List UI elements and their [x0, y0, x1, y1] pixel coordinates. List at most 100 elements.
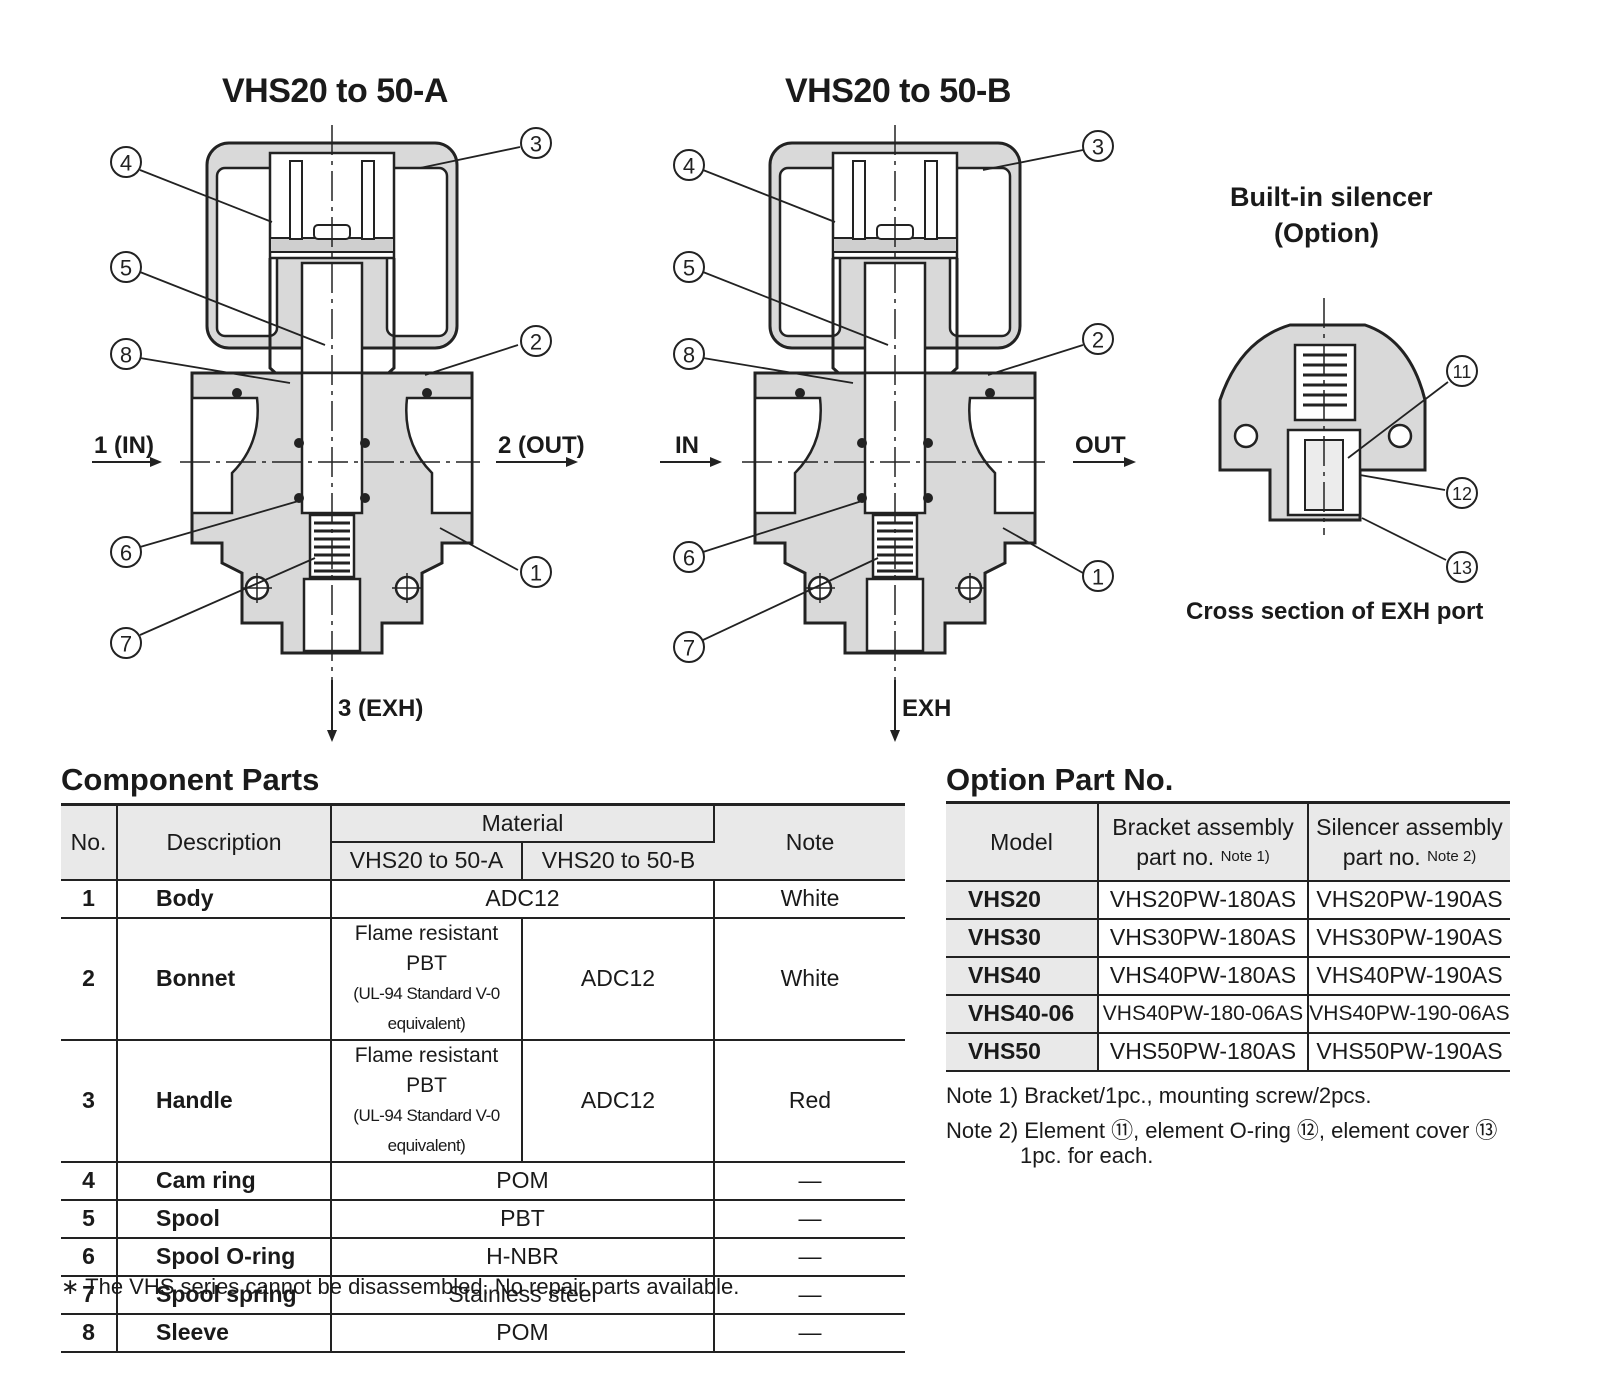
- row-silencer: VHS40PW-190-06AS: [1308, 994, 1510, 1034]
- table-row: 8 Sleeve POM —: [61, 1313, 905, 1353]
- row-description: Bonnet: [117, 917, 332, 1041]
- silencer-cross-section-drawing: [1218, 298, 1427, 535]
- silencer-header-line1: Silencer assembly: [1316, 813, 1503, 840]
- component-parts-footnote: ∗ The VHS series cannot be disassembled.…: [61, 1274, 740, 1299]
- figure-b-title: VHS20 to 50-B: [785, 72, 1011, 110]
- row-material: POM: [331, 1161, 715, 1201]
- row-note: —: [714, 1199, 905, 1239]
- callout-6-b: 6: [683, 546, 695, 571]
- table-row: VHS40 VHS40PW-180AS VHS40PW-190AS: [946, 956, 1510, 996]
- valve-cross-section-diagrams: 4 3 5 2 8 6 1 7 4 3 5 2 8 6 1 7 11 12 13: [92, 125, 1478, 742]
- option-note-2-line2: 1pc. for each.: [1020, 1143, 1154, 1168]
- table-row: VHS40-06 VHS40PW-180-06AS VHS40PW-190-06…: [946, 994, 1510, 1034]
- callout-1-b: 1: [1092, 565, 1104, 590]
- row-no: 1: [61, 879, 118, 919]
- material-a-line2: (UL-94 Standard V-0 equivalent): [353, 983, 500, 1033]
- row-note: —: [714, 1275, 905, 1315]
- row-model: VHS50: [946, 1032, 1099, 1072]
- row-material: POM: [331, 1313, 715, 1353]
- row-material: ADC12: [331, 879, 715, 919]
- callout-7-a: 7: [120, 632, 132, 657]
- callout-1-a: 1: [530, 561, 542, 586]
- row-material: PBT: [331, 1199, 715, 1239]
- callout-8-b: 8: [683, 343, 695, 368]
- material-a-line2: (UL-94 Standard V-0 equivalent): [353, 1105, 500, 1155]
- row-no: 4: [61, 1161, 118, 1201]
- row-material-a: Flame resistant PBT (UL-94 Standard V-0 …: [331, 1039, 523, 1163]
- callout-numbers: 4 3 5 2 8 6 1 7 4 3 5 2 8 6 1 7 11 12 13: [120, 132, 1472, 661]
- silencer-caption: Cross section of EXH port: [1186, 598, 1484, 625]
- silencer-title-line1: Built-in silencer: [1230, 182, 1433, 212]
- row-no: 2: [61, 917, 118, 1041]
- row-material: Stainless steel: [331, 1275, 715, 1315]
- row-material-b: ADC12: [522, 1039, 715, 1163]
- row-no: 5: [61, 1199, 118, 1239]
- table-row: 4 Cam ring POM —: [61, 1161, 905, 1201]
- callout-7-b: 7: [683, 636, 695, 661]
- row-note: —: [714, 1237, 905, 1277]
- row-note: Red: [714, 1039, 905, 1163]
- row-bracket: VHS40PW-180AS: [1098, 956, 1309, 996]
- row-description: Spool O-ring: [117, 1237, 332, 1277]
- material-a-line1: Flame resistant PBT: [354, 921, 499, 975]
- row-no: 6: [61, 1237, 118, 1277]
- callout-8-a: 8: [120, 343, 132, 368]
- row-no: 3: [61, 1039, 118, 1163]
- row-bracket: VHS40PW-180-06AS: [1098, 994, 1309, 1034]
- col-header-material: Material: [331, 803, 715, 843]
- callout-leaders: [139, 146, 1449, 641]
- figure-b-out-label: OUT: [1075, 432, 1126, 459]
- row-silencer: VHS30PW-190AS: [1308, 918, 1510, 958]
- row-note: White: [714, 879, 905, 919]
- row-description: Spool spring: [117, 1275, 332, 1315]
- option-parts-title: Option Part No.: [946, 762, 1174, 797]
- row-model: VHS30: [946, 918, 1099, 958]
- row-description: Handle: [117, 1039, 332, 1163]
- row-model: VHS20: [946, 880, 1099, 920]
- callout-12: 12: [1452, 484, 1472, 504]
- callout-11: 11: [1453, 362, 1472, 382]
- row-note: —: [714, 1161, 905, 1201]
- table-row: VHS50 VHS50PW-180AS VHS50PW-190AS: [946, 1032, 1510, 1072]
- callout-2-a: 2: [530, 330, 542, 355]
- row-bracket: VHS50PW-180AS: [1098, 1032, 1309, 1072]
- table-row: VHS20 VHS20PW-180AS VHS20PW-190AS: [946, 880, 1510, 920]
- figure-a-title: VHS20 to 50-A: [222, 72, 448, 110]
- component-parts-table: No. Description Material Note VHS20 to 5…: [61, 803, 905, 1353]
- row-description: Sleeve: [117, 1313, 332, 1353]
- row-description: Body: [117, 879, 332, 919]
- bracket-header-note: Note 1): [1220, 847, 1270, 865]
- table-row: 3 Handle Flame resistant PBT (UL-94 Stan…: [61, 1039, 905, 1163]
- row-description: Spool: [117, 1199, 332, 1239]
- callout-5-b: 5: [683, 256, 695, 281]
- col-header-material-b: VHS20 to 50-B: [522, 841, 714, 881]
- callout-circles: [110, 127, 1478, 663]
- material-a-line1: Flame resistant PBT: [354, 1043, 499, 1097]
- callout-6-a: 6: [120, 541, 132, 566]
- col-header-silencer: Silencer assembly part no. Note 2): [1308, 801, 1510, 882]
- silencer-title-line2: (Option): [1274, 218, 1379, 248]
- col-header-material-a: VHS20 to 50-A: [331, 841, 523, 881]
- row-note: White: [714, 917, 905, 1041]
- silencer-header-note: Note 2): [1427, 847, 1477, 865]
- row-material-a: Flame resistant PBT (UL-94 Standard V-0 …: [331, 917, 523, 1041]
- row-silencer: VHS40PW-190AS: [1308, 956, 1510, 996]
- table-row: VHS30 VHS30PW-180AS VHS30PW-190AS: [946, 918, 1510, 958]
- figure-a-exh-label: 3 (EXH): [338, 695, 424, 722]
- row-material: H-NBR: [331, 1237, 715, 1277]
- option-note-1: Note 1) Bracket/1pc., mounting screw/2pc…: [946, 1083, 1372, 1108]
- row-bracket: VHS20PW-180AS: [1098, 880, 1309, 920]
- row-description: Cam ring: [117, 1161, 332, 1201]
- option-parts-table: Model Bracket assembly part no. Note 1) …: [946, 801, 1510, 1072]
- table-row: 2 Bonnet Flame resistant PBT (UL-94 Stan…: [61, 917, 905, 1041]
- component-parts-title: Component Parts: [61, 762, 320, 797]
- col-header-note: Note: [714, 803, 905, 881]
- row-bracket: VHS30PW-180AS: [1098, 918, 1309, 958]
- figure-a-out-label: 2 (OUT): [498, 432, 585, 459]
- row-no: 7: [61, 1275, 118, 1315]
- callout-3-a: 3: [530, 132, 542, 157]
- table-row: 6 Spool O-ring H-NBR —: [61, 1237, 905, 1277]
- row-model: VHS40: [946, 956, 1099, 996]
- bracket-header-line1: Bracket assembly: [1112, 813, 1294, 840]
- col-header-no: No.: [61, 803, 118, 881]
